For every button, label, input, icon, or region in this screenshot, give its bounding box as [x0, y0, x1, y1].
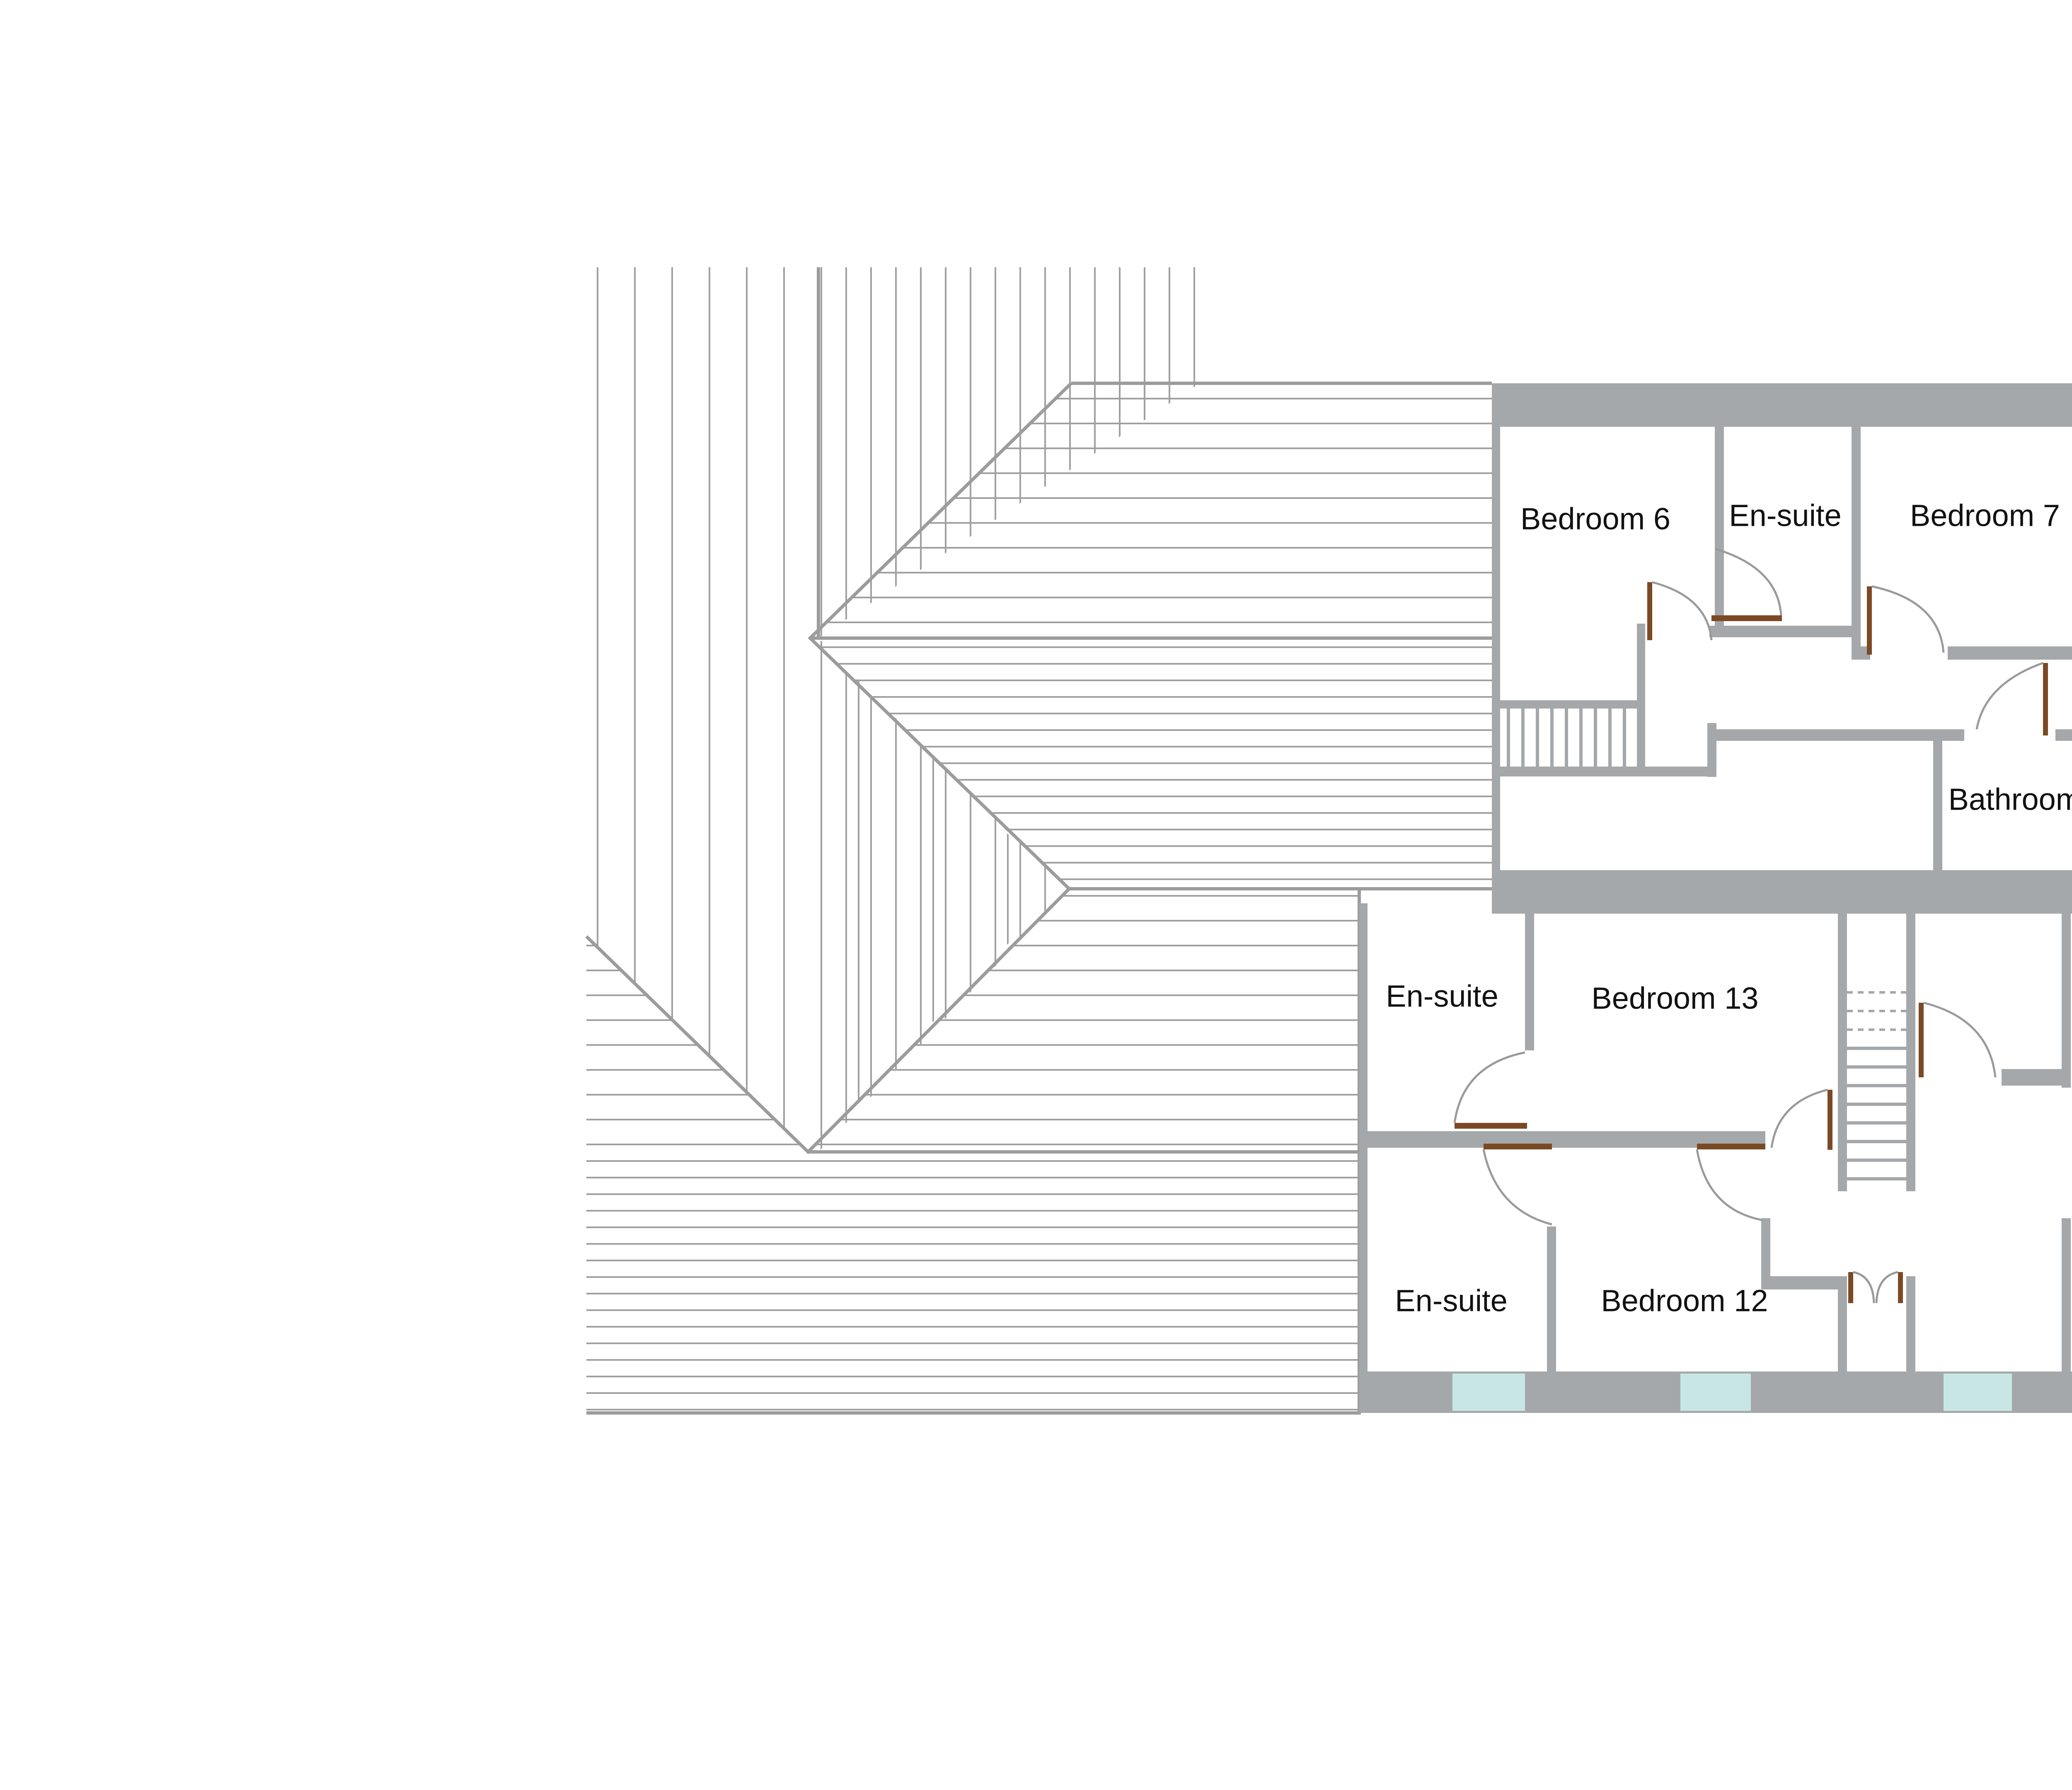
room-label-bedroom-7: Bedroom 7 — [1910, 498, 2060, 533]
room-label-ensuite-6: En-suite — [1729, 498, 1841, 533]
stairs — [1507, 709, 1906, 1180]
room-label-ensuite-13: En-suite — [1386, 979, 1498, 1014]
doors — [1453, 548, 2048, 1304]
walls — [1359, 383, 2072, 1413]
roof-hatching — [585, 267, 1492, 1415]
room-labels: Bedroom 6 En-suite Bedroom 7 Bedroom 8 E… — [1386, 498, 2072, 1318]
room-label-bedroom-6: Bedroom 6 — [1520, 502, 1670, 536]
room-label-bedroom-12: Bedroom 12 — [1601, 1284, 1768, 1318]
room-label-bathroom: Bathroom — [1949, 782, 2072, 817]
room-label-bedroom-13: Bedroom 13 — [1591, 981, 1758, 1016]
room-label-ensuite-12: En-suite — [1395, 1284, 1507, 1318]
